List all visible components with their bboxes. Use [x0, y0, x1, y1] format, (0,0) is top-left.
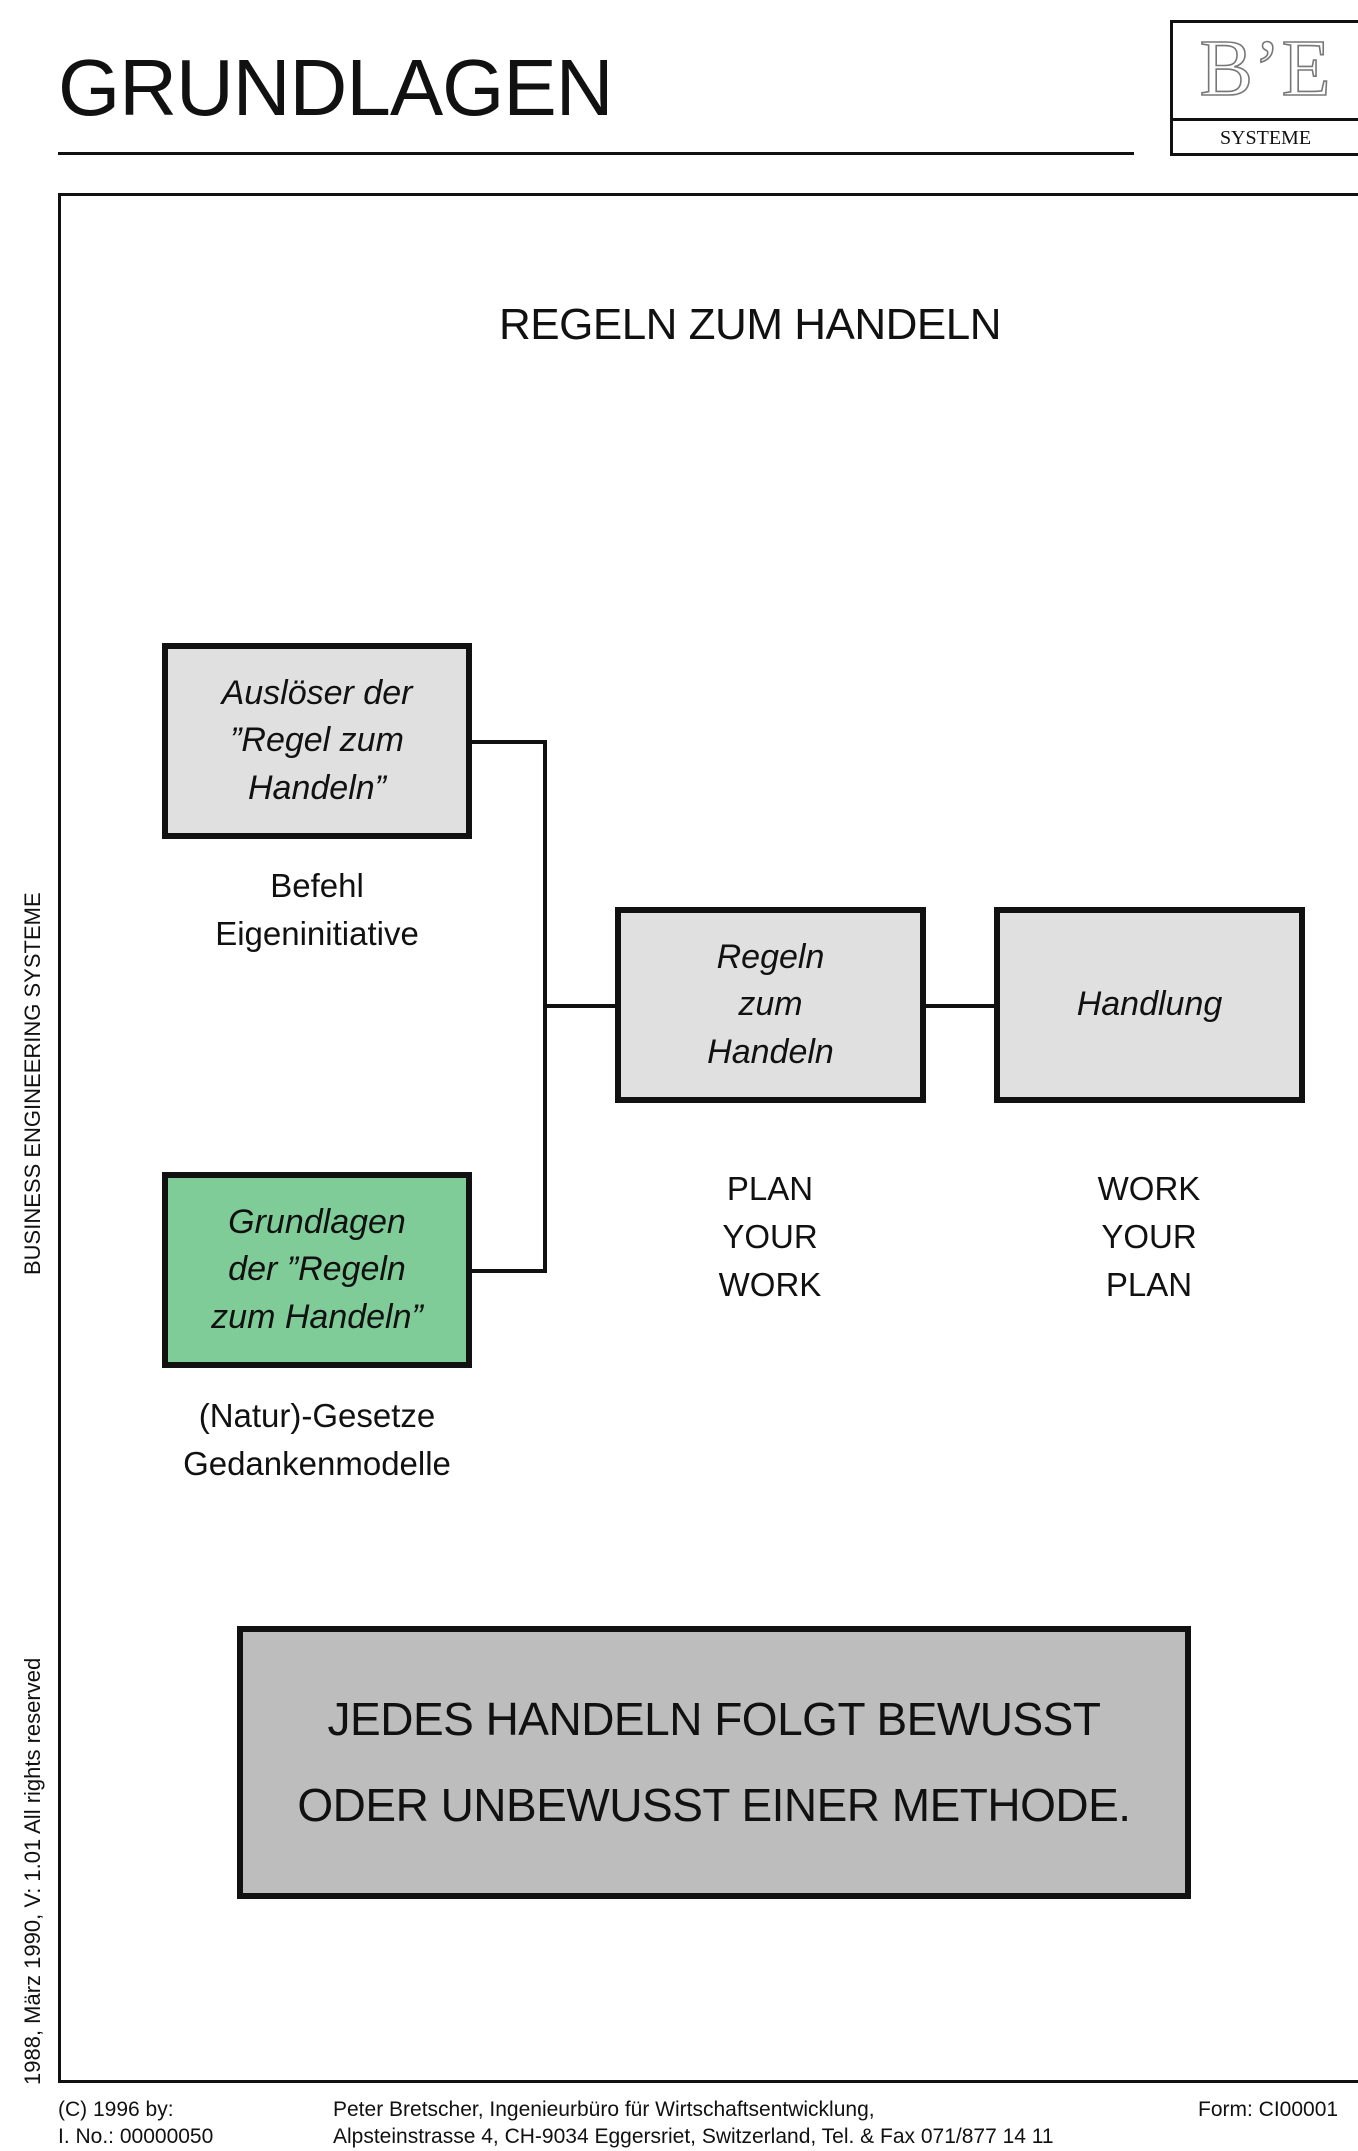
footer-copyright: (C) 1996 by: [58, 2098, 174, 2121]
rules-line-3: Handeln [707, 1032, 834, 1071]
trigger-caption-line-1: Befehl [270, 867, 364, 904]
trigger-line-2: ”Regel zum [230, 721, 404, 760]
action-caption-line-2: YOUR [1101, 1217, 1197, 1255]
logo-subtitle: SYSTEME [1219, 127, 1312, 149]
connector-trigger [470, 740, 546, 744]
footer-form-id: Form: CI00001 [1198, 2098, 1339, 2121]
action-caption-line-1: WORK [1097, 1170, 1201, 1207]
title-underline [58, 152, 1134, 155]
basis-caption-line-2: Gedankenmodelle [183, 1444, 451, 1482]
trigger-line-1: Auslöser der [221, 673, 413, 712]
statement-line-1: JEDES HANDELN FOLGT BEWUSST [327, 1693, 1101, 1746]
trigger-caption-line-2: Eigeninitiative [215, 914, 419, 952]
rules-box: Regeln zum Handeln [615, 907, 926, 1103]
basis-line-3: zum Handeln” [211, 1297, 423, 1336]
company-logo: B’E SYSTEME [1170, 20, 1358, 156]
connector-basis [470, 1269, 546, 1273]
connector-to-rules [543, 1004, 619, 1008]
logo-divider [1173, 118, 1358, 121]
diagram-title: REGELN ZUM HANDELN [499, 300, 1001, 349]
rules-caption-line-3: WORK [718, 1265, 822, 1303]
basis-caption-line-1: (Natur)-Gesetze [198, 1397, 436, 1434]
side-meta: 1988, März 1990, V: 1.01 All rights rese… [20, 1657, 45, 2085]
footer-author: Peter Bretscher, Ingenieurbüro für Wirts… [333, 2096, 1173, 2151]
basis-box: Grundlagen der ”Regeln zum Handeln” [162, 1172, 472, 1368]
action-caption: WORK YOUR PLAN [999, 1165, 1299, 1309]
trigger-caption: Befehl Eigeninitiative [117, 862, 517, 958]
content-frame [58, 193, 1358, 2083]
side-label: BUSINESS ENGINEERING SYSTEME [20, 892, 45, 1275]
statement-line-2: ODER UNBEWUSST EINER METHODE. [297, 1778, 1131, 1831]
trigger-box: Auslöser der ”Regel zum Handeln” [162, 643, 472, 839]
statement-box: JEDES HANDELN FOLGT BEWUSST ODER UNBEWUS… [237, 1626, 1191, 1899]
rules-line-1: Regeln [716, 937, 825, 976]
page-title: GRUNDLAGEN [58, 43, 614, 132]
basis-line-2: der ”Regeln [228, 1250, 406, 1289]
footer-left: (C) 1996 by: I. No.: 00000050 [58, 2096, 318, 2151]
basis-line-1: Grundlagen [228, 1202, 406, 1241]
footer-doc-number: I. No.: 00000050 [58, 2125, 214, 2149]
rules-caption-line-1: PLAN [726, 1170, 814, 1207]
logo-mark: B’E [1199, 25, 1332, 113]
action-label: Handlung [1076, 985, 1223, 1024]
footer-author-line-2: Alpsteinstrasse 4, CH-9034 Eggersriet, S… [333, 2125, 1054, 2149]
footer-author-line-1: Peter Bretscher, Ingenieurbüro für Wirts… [333, 2098, 875, 2121]
basis-caption: (Natur)-Gesetze Gedankenmodelle [117, 1392, 517, 1488]
rules-line-2: zum [738, 985, 803, 1024]
trigger-line-3: Handeln” [248, 768, 386, 807]
connector-to-action [922, 1004, 998, 1008]
rules-caption-line-2: YOUR [722, 1217, 818, 1255]
action-caption-line-3: PLAN [1105, 1265, 1193, 1303]
rules-caption: PLAN YOUR WORK [620, 1165, 920, 1309]
action-box: Handlung [994, 907, 1305, 1103]
